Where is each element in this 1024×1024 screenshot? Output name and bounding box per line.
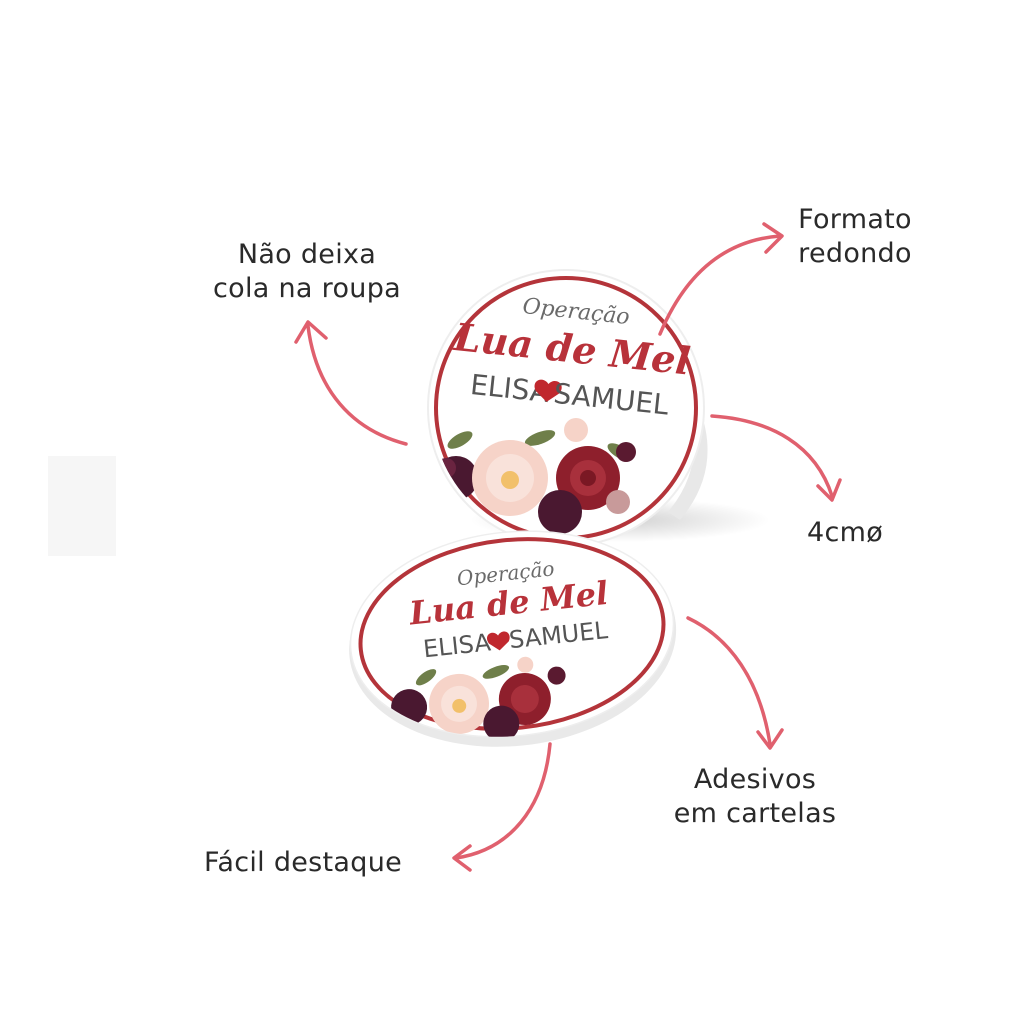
callout-diameter: 4cmø — [806, 517, 884, 548]
sticker-top: Operação Lua de Mel ELISA SAMUEL — [427, 269, 770, 547]
sticker-top-flowers — [434, 418, 636, 534]
callout-round-format: Formato redondo — [798, 204, 912, 269]
sticker-top-heart-icon — [534, 379, 562, 402]
sticker-bottom-heart-icon — [487, 631, 510, 651]
sticker-bottom: Operação Lua de Mel ELISA SAMUEL — [349, 530, 677, 747]
callout-no-residue: Não deixa cola na roupa — [213, 239, 401, 304]
sticker-bottom-flowers — [391, 656, 566, 742]
arrow-easy-peel-head-icon — [452, 844, 472, 872]
callout-easy-peel: Fácil destaque — [204, 847, 403, 878]
arrow-round-format — [658, 234, 782, 336]
sticker-bottom-ring — [358, 537, 666, 731]
arrow-diameter-head-icon — [816, 478, 842, 502]
sticker-bottom-base — [349, 530, 675, 738]
arrow-sticker-sheets — [686, 616, 772, 746]
arrow-easy-peel — [454, 742, 552, 860]
arrow-no-residue — [306, 324, 408, 446]
callout-sticker-sheets: Adesivos em cartelas — [673, 764, 837, 829]
arrow-sticker-sheets-head-icon — [756, 728, 784, 750]
arrow-no-residue-head-icon — [294, 320, 328, 344]
arrow-diameter — [710, 414, 834, 498]
arrow-round-format-head-icon — [762, 222, 784, 254]
background-patch — [48, 456, 116, 556]
